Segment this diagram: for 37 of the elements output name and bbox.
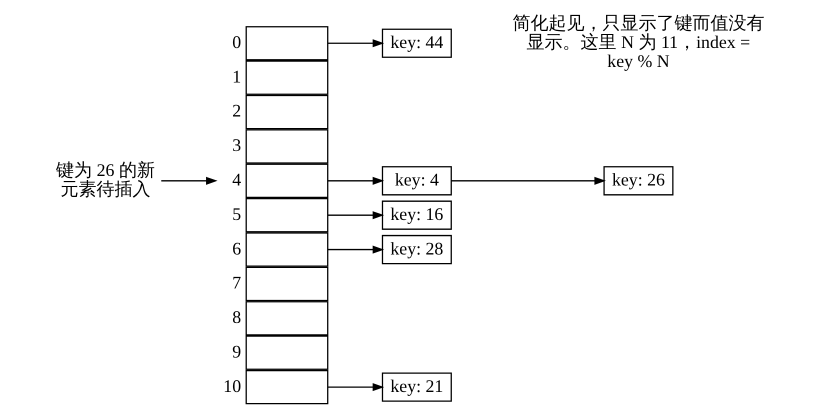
node-box: key: 28 (381, 234, 452, 264)
node-label: 0 (232, 32, 241, 52)
node-box (245, 26, 328, 60)
node-box: key: 26 (602, 166, 673, 196)
node-box (245, 198, 328, 232)
node-box (245, 164, 328, 198)
node-label: 10 (222, 376, 241, 396)
node-label: 3 (232, 135, 241, 156)
arrow (160, 176, 218, 185)
node-label: 6 (232, 238, 241, 258)
node-label: 2 (232, 100, 241, 121)
node-box: key: 4 (381, 166, 452, 196)
node-box (245, 266, 328, 302)
node-box: key: 21 (381, 372, 452, 402)
node-box (245, 94, 328, 130)
label: 简化起见，只显示了键而值没有显示。这里 N 为 11，index = key % N (512, 12, 764, 72)
node-label: 7 (232, 272, 241, 293)
node-label: 4 (232, 170, 241, 190)
arrow (327, 246, 384, 254)
node-box (245, 129, 328, 164)
node-box (245, 60, 328, 95)
node-label: 9 (232, 341, 241, 362)
node-label: 8 (232, 307, 241, 328)
node-box (245, 232, 328, 267)
arrow (450, 176, 606, 185)
node-box: key: 44 (381, 28, 452, 58)
node-label: 5 (232, 204, 241, 224)
arrow (327, 383, 384, 392)
arrow (327, 211, 384, 220)
node-box (245, 336, 328, 370)
node-box: key: 16 (381, 200, 452, 230)
arrow (327, 39, 384, 48)
node-box (245, 370, 328, 404)
node-text: 键为 26 的新元素待插入 (56, 160, 154, 200)
node-box (245, 301, 328, 336)
arrow (327, 176, 384, 185)
node-label: 1 (232, 66, 241, 86)
